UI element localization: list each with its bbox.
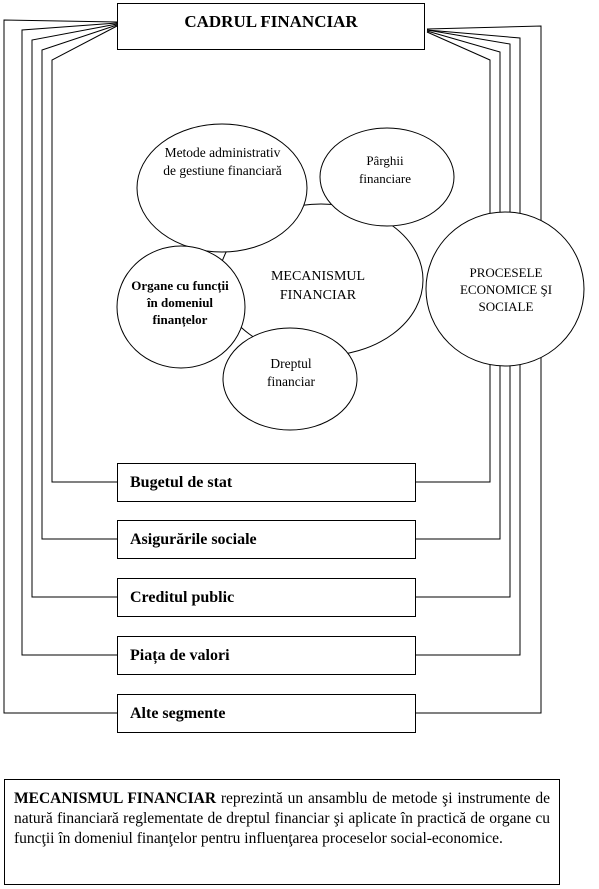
connector-left-3 — [31, 23, 118, 598]
metode-administrativ-label: Metode administrativ de gestiune financi… — [163, 145, 282, 178]
organe-label: Organe cu funcții în domeniul finanțelor — [131, 278, 229, 327]
parghii-financiare-label: Pârghii financiare — [359, 153, 411, 186]
segment-asigurarile-sociale: Asigurările sociale — [117, 520, 416, 559]
connector-left-1 — [51, 25, 118, 483]
connector-right-bottom-4 — [416, 340, 521, 656]
connector-left-4 — [21, 22, 118, 656]
definition-term: MECANISMUL FINANCIAR — [14, 790, 217, 807]
connector-right-top-5 — [426, 25, 542, 243]
organe-ellipse — [116, 245, 246, 369]
connector-right-bottom-2 — [416, 340, 501, 540]
segment-alte-segmente: Alte segmente — [117, 694, 416, 733]
definition-text: reprezintă un ansamblu de metode şi inst… — [14, 790, 550, 847]
connector-right-bottom-1 — [416, 340, 491, 483]
connector-right-top-2 — [426, 30, 501, 241]
procesele-economice-ellipse — [425, 211, 585, 367]
parghii-financiare-ellipse — [319, 127, 455, 227]
definition-box: MECANISMUL FINANCIAR reprezintă un ansam… — [4, 779, 560, 885]
connector-right-top-3 — [426, 29, 511, 241]
connector-right-bottom-5 — [416, 340, 542, 714]
connector-right-bottom-3 — [416, 340, 511, 598]
mecanismul-financiar-label: MECANISMUL FINANCIAR — [270, 269, 366, 303]
connector-right-top-4 — [426, 29, 521, 241]
cadrul-financiar-title: CADRUL FINANCIAR — [117, 3, 425, 50]
dreptul-financiar-ellipse — [222, 327, 358, 431]
connector-left-5 — [3, 19, 118, 714]
dreptul-financiar-label: Dreptul financiar — [267, 356, 315, 389]
segment-bugetul-de-stat: Bugetul de stat — [117, 463, 416, 502]
metode-administrativ-ellipse — [136, 123, 308, 253]
segment-piata-de-valori: Piața de valori — [117, 636, 416, 675]
procesele-economice-label: PROCESELE ECONOMICE ŞI SOCIALE — [459, 265, 553, 314]
connector-left-2 — [41, 24, 118, 540]
connector-right-top-1 — [426, 31, 491, 243]
segment-creditul-public: Creditul public — [117, 578, 416, 617]
